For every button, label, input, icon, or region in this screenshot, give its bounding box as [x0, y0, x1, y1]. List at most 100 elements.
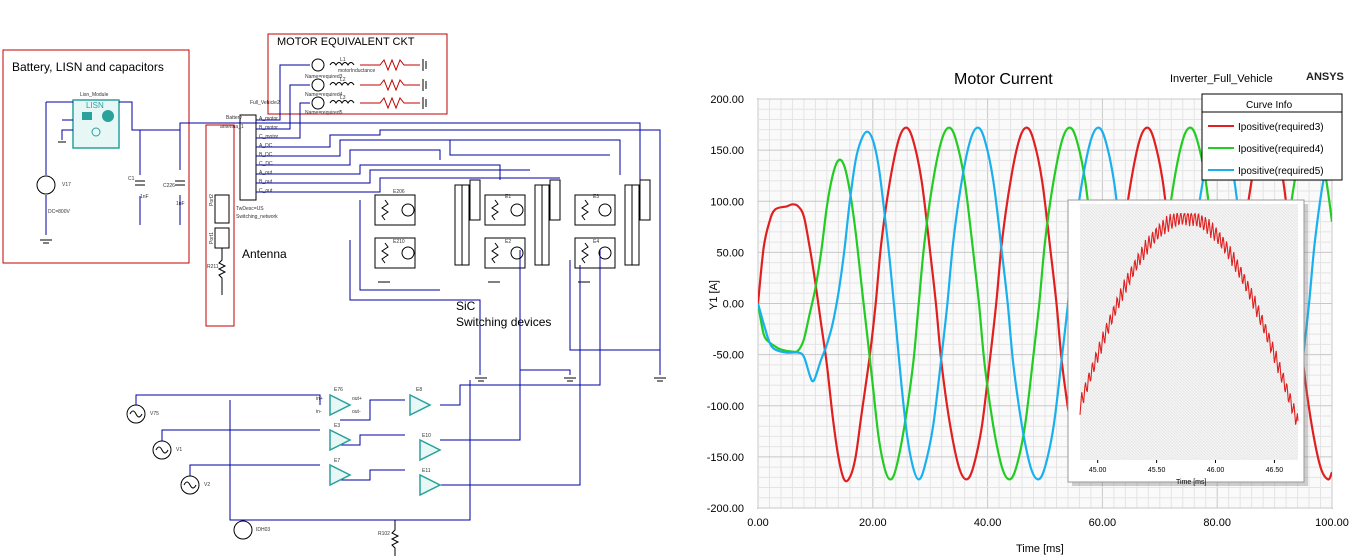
- y-tick-label: -150.00: [707, 452, 744, 464]
- port1[interactable]: [214, 227, 230, 249]
- v2-label: V2: [204, 482, 210, 488]
- motor-box-label: MOTOR EQUIVALENT CKT: [277, 36, 415, 48]
- inset-x-tick-label: 46.50: [1266, 467, 1284, 474]
- chart-title: Motor Current: [954, 71, 1053, 88]
- sic-label-1: SiC: [456, 299, 476, 313]
- lisn-module[interactable]: [72, 99, 120, 149]
- x-tick-label: 100.00: [1315, 517, 1349, 529]
- motor-src-label-c: Name=required5: [305, 110, 343, 116]
- antenna-box: [205, 124, 235, 327]
- plug-icon: [102, 110, 114, 122]
- x-tick-label: 60.00: [1089, 517, 1117, 529]
- antenna-pin-label: antenna_1: [220, 124, 244, 130]
- idh03-label: IDH03: [256, 527, 270, 533]
- motor-phase-a: [311, 58, 427, 72]
- pin-b-motor: B_motor: [259, 125, 278, 131]
- comp-out-minus: out-: [352, 409, 361, 415]
- r102-label: R102: [378, 531, 390, 537]
- legend-label-required4: Ipositive(required4): [1238, 144, 1324, 155]
- y-tick-label: 200.00: [710, 94, 744, 106]
- antenna-label: Antenna: [242, 247, 287, 261]
- subckt-label2: Switching_network: [236, 214, 278, 220]
- comp-e3: E3: [334, 423, 340, 429]
- motor-phase-b: [311, 78, 427, 92]
- motor-src-label-b: Name=required4: [305, 92, 343, 98]
- full-vehicle-subckt[interactable]: [239, 114, 257, 201]
- comp-e76: E76: [334, 387, 343, 393]
- port2[interactable]: [214, 194, 230, 224]
- y-tick-label: -200.00: [707, 503, 744, 515]
- comp-e11: E11: [422, 468, 431, 474]
- pin-a-out: A_out: [259, 170, 273, 176]
- legend-label-required5: Ipositive(required5): [1238, 166, 1324, 177]
- v17-source[interactable]: [36, 175, 56, 195]
- battery-box-label: Battery, LISN and capacitors: [12, 60, 164, 74]
- lisn-label: LISN: [86, 101, 104, 110]
- pwm-sources: [126, 404, 200, 495]
- inset-x-tick-label: 46.00: [1207, 467, 1225, 474]
- pin-c-out: C_out: [259, 188, 273, 194]
- comp-e10: E10: [422, 433, 431, 439]
- comp-e8: E8: [416, 387, 422, 393]
- legend[interactable]: Curve Info Ipositive(required3) Ipositiv…: [1201, 93, 1343, 181]
- switch-e4: E4: [593, 239, 599, 245]
- y-tick-label: 0.00: [723, 299, 744, 311]
- comp-e7: E7: [334, 458, 340, 464]
- circuit-schematic: Battery, LISN and capacitors Lisn_Module…: [2, 33, 666, 556]
- pin-b-out: B_out: [259, 179, 273, 185]
- x-axis-label: Time [ms]: [1016, 543, 1064, 555]
- sic-label-2: Switching devices: [456, 315, 551, 329]
- v75-label: V75: [150, 411, 159, 417]
- motor-src-label-a: Name=required3: [305, 74, 343, 80]
- c1-value: 1nF: [140, 194, 149, 200]
- r211-resistor: [217, 248, 227, 295]
- x-tick-label: 20.00: [859, 517, 887, 529]
- pin-c-dc: C_DC: [259, 161, 273, 167]
- motor-l2: L2: [340, 77, 346, 83]
- battery-pin-label: Battery: [226, 115, 242, 121]
- inset-plot-area: [1080, 204, 1298, 460]
- pin-a-motor: A_motor: [259, 116, 278, 122]
- comp-out-plus: out+: [352, 396, 362, 402]
- switch-e210: E210: [393, 239, 405, 245]
- comp-in-minus: in-: [316, 409, 322, 415]
- c226-value: 1uF: [176, 201, 185, 207]
- c226-label: C226: [163, 183, 175, 189]
- y-tick-label: 50.00: [716, 247, 744, 259]
- r211-label: R211: [207, 264, 219, 270]
- motor-l3: L3: [340, 95, 346, 101]
- comparators: [329, 393, 442, 497]
- lisn-module-label: Lisn_Module: [80, 92, 109, 98]
- y-tick-label: 150.00: [710, 145, 744, 157]
- switch-e3: E3: [593, 194, 599, 200]
- inset-x-label: Time [ms]: [1176, 479, 1207, 486]
- inset-x-tick-label: 45.50: [1148, 467, 1166, 474]
- dc-label: DC=800V: [48, 209, 70, 215]
- pin-b-dc: B_DC: [259, 152, 273, 158]
- motor-l-value: motorInductance: [338, 68, 375, 74]
- r102-resistor: [390, 520, 400, 556]
- pin-c-motor: C_motor: [259, 134, 279, 140]
- switch-e1: E1: [505, 194, 511, 200]
- v17-label: V17: [62, 182, 71, 188]
- comp-in-plus: in+: [316, 396, 323, 402]
- subckt-label: TwDesc=US: [236, 206, 264, 212]
- v1-label: V1: [176, 447, 182, 453]
- ansys-logo: ANSYS: [1306, 71, 1344, 83]
- c1-label: C1: [128, 176, 135, 182]
- y-axis-label: Y1 [A]: [708, 280, 720, 310]
- battery-lisn-box: [2, 49, 190, 264]
- idh03-source[interactable]: [233, 520, 253, 540]
- legend-title: Curve Info: [1246, 100, 1293, 111]
- y-tick-label: 100.00: [710, 196, 744, 208]
- switch-e2: E2: [505, 239, 511, 245]
- switch-network: [454, 179, 651, 266]
- ground-icon: [91, 127, 101, 137]
- motor-l1: L1: [340, 57, 346, 63]
- full-vehicle-label: Full_Vehicle2: [250, 100, 280, 106]
- switch-e206: E206: [393, 189, 405, 195]
- design-label: Inverter_Full_Vehicle: [1170, 73, 1273, 85]
